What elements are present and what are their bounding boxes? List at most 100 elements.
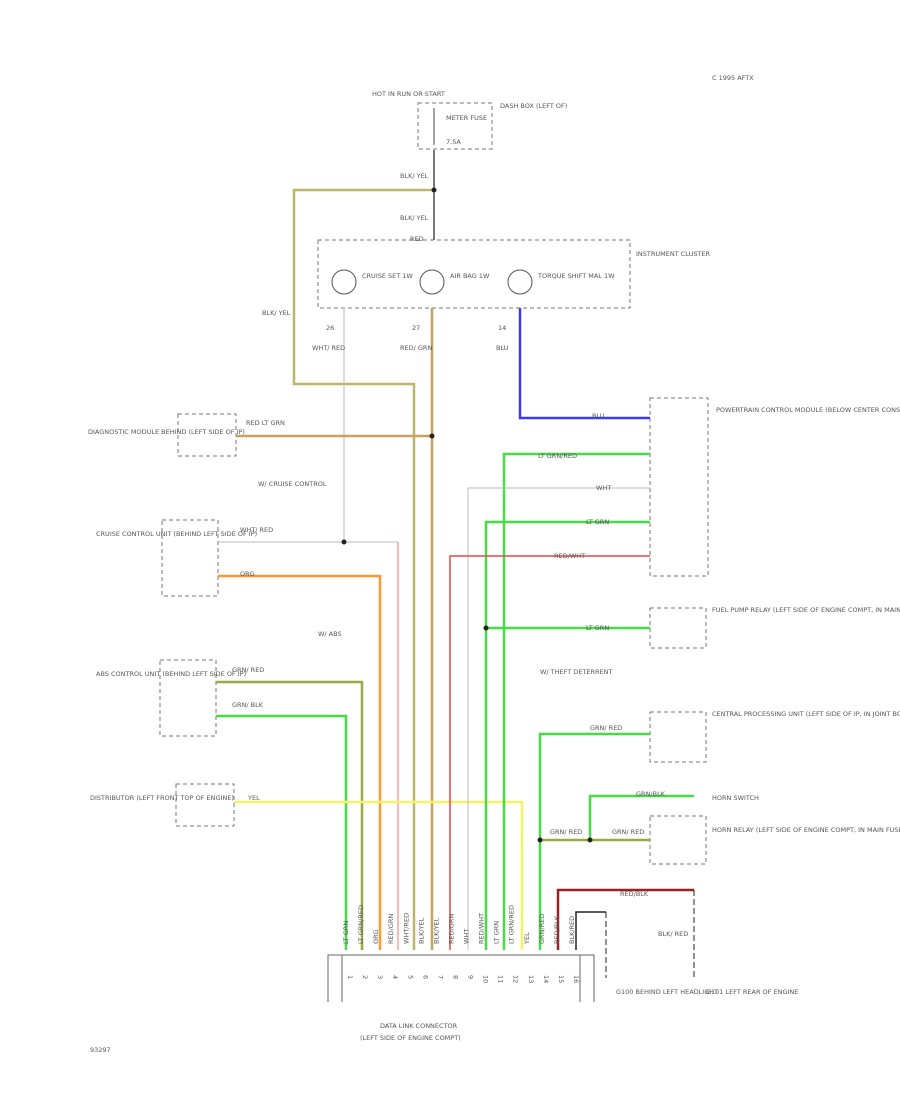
- label-grn-red-cpu: GRN/ RED: [590, 724, 622, 732]
- central-processing-label: CENTRAL PROCESSING UNIT (LEFT SIDE OF IP…: [712, 710, 900, 718]
- label-wht-red-cruise: WHT/ RED: [240, 526, 273, 534]
- dlc-pin-number: 5: [406, 975, 414, 979]
- wire-labels: BLK/ YEL BLK/ YEL RED BLK/ YEL WHT/ RED …: [232, 172, 688, 938]
- lamp-air-bag: AIR BAG 1W: [419, 269, 490, 295]
- dlc-pin-number: 2: [361, 975, 369, 979]
- dlc-pin-number: 13: [527, 975, 535, 983]
- wire-wht-pcm: [467, 487, 650, 950]
- dlc-pin-number: 8: [451, 975, 459, 979]
- footer-id: 93297: [90, 1046, 111, 1054]
- wire-grn-red-cpu: [538, 732, 650, 950]
- label-red-grn-diag: RED LT GRN: [246, 419, 285, 427]
- abs-control-unit-label: ABS CONTROL UNIT (BEHIND LEFT SIDE OF IP…: [96, 670, 246, 678]
- label-lt-grn: LT GRN: [586, 518, 609, 526]
- dlc-wire-label: BLK/YEL: [417, 917, 425, 944]
- cluster-pin-26: 26: [326, 324, 334, 332]
- note-abs: W/ ABS: [318, 630, 342, 638]
- data-link-location: (LEFT SIDE OF ENGINE COMPT): [360, 1034, 461, 1042]
- splice-dot: [341, 539, 347, 545]
- horn-relay: HORN RELAY (LEFT SIDE OF ENGINE COMPT, I…: [649, 815, 900, 865]
- wire-grn-blk-horn: [588, 794, 694, 840]
- wire-red-blk: [556, 888, 694, 950]
- dlc-wire-label: LT GRN: [493, 921, 501, 944]
- svg-text:AIR BAG 1W: AIR BAG 1W: [450, 272, 490, 280]
- label-lt-grn-fp: LT GRN: [586, 624, 609, 632]
- svg-text:TORQUE SHIFT MAL 1W: TORQUE SHIFT MAL 1W: [537, 272, 615, 280]
- abs-control-unit: ABS CONTROL UNIT (BEHIND LEFT SIDE OF IP…: [96, 659, 246, 737]
- dlc-wire-label: WHT: [463, 929, 471, 944]
- dlc-pin-number: 6: [421, 975, 429, 979]
- cluster-pin-27: 27: [412, 324, 420, 332]
- label-blu: BLU: [496, 344, 509, 352]
- dlc-wire-label: LT GRN/RED: [508, 905, 516, 944]
- label-wht-red: WHT/ RED: [312, 344, 345, 352]
- label-wht: WHT: [596, 484, 611, 492]
- instrument-cluster-label: INSTRUMENT CLUSTER: [636, 250, 711, 258]
- lamp-torque-shift: TORQUE SHIFT MAL 1W: [507, 269, 615, 295]
- hot-in-run-label: HOT IN RUN OR START: [372, 90, 445, 98]
- cruise-control-unit-label: CRUISE CONTROL UNIT (BEHIND LEFT SIDE OF…: [96, 530, 257, 538]
- label-blk-red: BLK/ RED: [658, 930, 688, 938]
- dlc-pin-number: 7: [436, 975, 444, 979]
- wire-wht-red-cruise: [218, 541, 399, 950]
- label-yel: YEL: [247, 794, 260, 802]
- label-blk-yel-left: BLK/ YEL: [262, 309, 291, 317]
- wire-lt-grn-pcm: [484, 520, 650, 950]
- horn-switch: HORN SWITCH: [712, 794, 759, 802]
- splice-dot: [587, 837, 593, 843]
- diagnostic-module: DIAGNOSTIC MODULE BEHIND (LEFT SIDE OF I…: [88, 413, 245, 457]
- label-blu-pcm: BLU: [592, 412, 605, 420]
- ground-g101: G101 LEFT REAR OF ENGINE: [693, 890, 798, 996]
- dlc-wire-label: YEL: [523, 932, 531, 945]
- fuse-box: DASH BOX (LEFT OF) METER FUSE 7.5A: [417, 102, 567, 150]
- distributor: DISTRIBUTOR (LEFT FRONT TOP OF ENGINE): [90, 783, 235, 827]
- fuel-pump-relay: FUEL PUMP RELAY (LEFT SIDE OF ENGINE COM…: [649, 606, 900, 649]
- splice-dot: [537, 837, 543, 843]
- label-blk-yel-mid: BLK/ YEL: [400, 214, 429, 222]
- label-grn-blk-horn: GRN/BLK: [636, 790, 666, 798]
- diagnostic-module-label: DIAGNOSTIC MODULE BEHIND (LEFT SIDE OF I…: [88, 428, 245, 436]
- wire-grn-blk-abs: [216, 714, 348, 950]
- cruise-control-unit: CRUISE CONTROL UNIT (BEHIND LEFT SIDE OF…: [96, 519, 257, 597]
- label-red-top: RED: [410, 235, 424, 243]
- wire-grn-red-abs: [216, 680, 364, 950]
- label-blk-yel-top: BLK/ YEL: [400, 172, 429, 180]
- fuse-name-label: METER FUSE: [446, 114, 487, 122]
- dlc-wire-label: RED/BLK: [553, 915, 561, 944]
- horn-switch-label: HORN SWITCH: [712, 794, 759, 802]
- lamp-cruise-set: CRUISE SET 1W: [331, 269, 413, 295]
- label-grn-blk: GRN/ BLK: [232, 701, 264, 709]
- dlc-pin-number: 10: [482, 975, 490, 983]
- label-red-grn: RED/ GRN: [400, 344, 432, 352]
- data-link-label: DATA LINK CONNECTOR: [380, 1022, 458, 1030]
- wire-blk-yel-left: [292, 188, 434, 950]
- dlc-pin-number: 1: [346, 975, 354, 979]
- dlc-pin-number: 9: [467, 975, 475, 979]
- svg-text:CRUISE SET 1W: CRUISE SET 1W: [362, 272, 413, 280]
- dlc-wire-label: RED/GRN: [387, 914, 395, 944]
- wire-lt-grn-red-pcm: [502, 452, 650, 950]
- powertrain-control-module: POWERTRAIN CONTROL MODULE (BELOW CENTER …: [649, 397, 900, 577]
- wire-blk-ground: [575, 911, 606, 950]
- dlc-pin-number: 4: [391, 975, 399, 979]
- dlc-wire-label: RED/GRN: [447, 914, 455, 944]
- splice-dot: [483, 625, 489, 631]
- splice-dot: [429, 433, 435, 439]
- dlc-pin-number: 12: [512, 975, 520, 983]
- dlc-pin-number: 11: [497, 975, 505, 983]
- wires: [216, 150, 694, 950]
- note-cruise-control: W/ CRUISE CONTROL: [258, 480, 327, 488]
- splice-dot: [431, 187, 437, 193]
- label-grn-red: GRN/ RED: [232, 666, 264, 674]
- dlc-wire-label: WHT/RED: [402, 913, 410, 944]
- label-grn-red-horn1: GRN/ RED: [550, 828, 582, 836]
- fuel-pump-relay-label: FUEL PUMP RELAY (LEFT SIDE OF ENGINE COM…: [712, 606, 900, 614]
- dlc-wire-label: GRN/RED: [538, 914, 546, 944]
- dlc-wire-label: LT GRN/RED: [357, 905, 365, 944]
- note-theft: W/ THEFT DETERRENT: [540, 668, 613, 676]
- dlc-pin-number: 3: [376, 975, 384, 979]
- horn-relay-label: HORN RELAY (LEFT SIDE OF ENGINE COMPT, I…: [712, 826, 900, 834]
- wire-blu-cluster: [518, 308, 650, 420]
- dlc-wire-label: LT GRN: [342, 921, 350, 944]
